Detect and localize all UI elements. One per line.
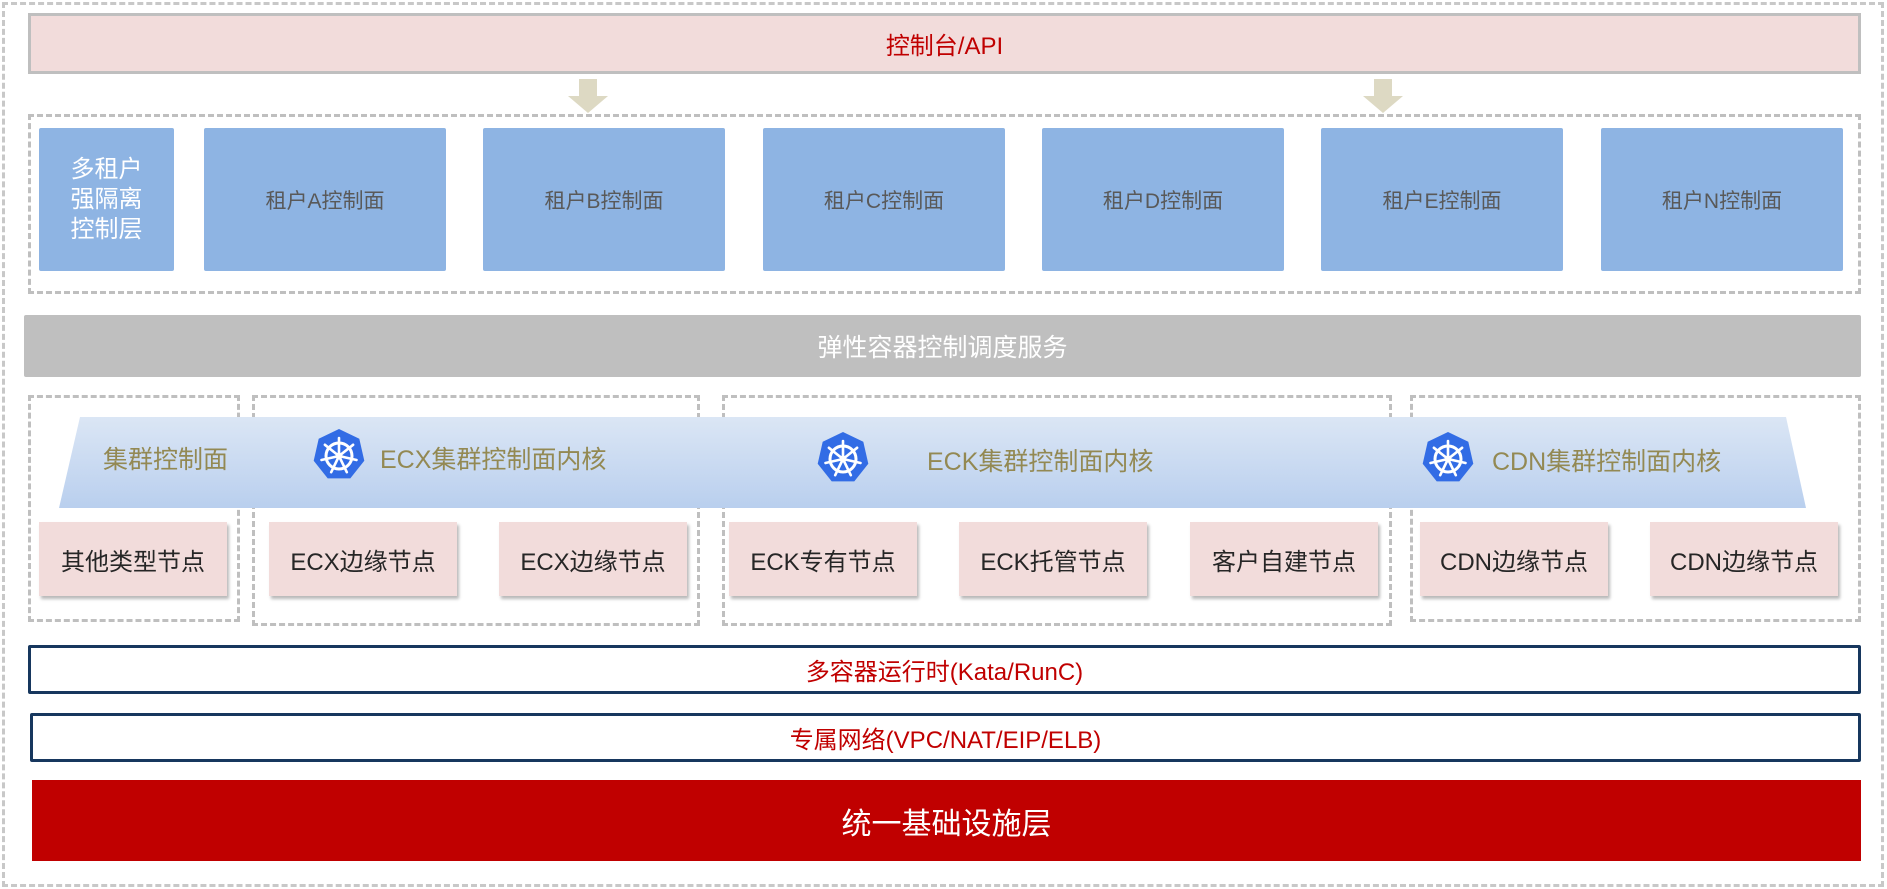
container-runtime-label: 多容器运行时(Kata/RunC) — [805, 659, 1084, 686]
node-label: ECK专有节点 — [750, 548, 896, 576]
tenant-label: 租户N控制面 — [1661, 189, 1783, 213]
elastic-container-scheduling-service: 弹性容器控制调度服务 — [24, 315, 1861, 377]
cdn-edge-node: CDN边缘节点 — [1650, 522, 1838, 596]
eck-cluster-group — [722, 395, 1392, 626]
tenant-label: 租户D控制面 — [1102, 189, 1224, 213]
cdn-edge-node: CDN边缘节点 — [1420, 522, 1608, 596]
elastic-service-label: 弹性容器控制调度服务 — [817, 334, 1068, 362]
down-arrow-icon — [568, 79, 608, 113]
kubernetes-icon — [313, 429, 365, 479]
down-arrow-icon — [1363, 79, 1403, 113]
kubernetes-icon — [1422, 432, 1474, 482]
other-type-node: 其他类型节点 — [39, 522, 227, 596]
eck-dedicated-node: ECK专有节点 — [729, 522, 917, 596]
eck-managed-node: ECK托管节点 — [959, 522, 1147, 596]
tenant-label: 租户C控制面 — [823, 189, 945, 213]
ecx-edge-node: ECX边缘节点 — [499, 522, 687, 596]
cluster-control-plane-label: 集群控制面 — [103, 446, 229, 474]
eck-kernel-label: ECK集群控制面内核 — [927, 448, 1154, 476]
ecx-kernel-label: ECX集群控制面内核 — [380, 446, 607, 474]
node-label: 客户自建节点 — [1212, 548, 1356, 576]
dedicated-network-bar: 专属网络(VPC/NAT/EIP/ELB) — [30, 713, 1861, 762]
cdn-cluster-group — [1410, 395, 1861, 622]
other-nodes-group — [28, 395, 240, 622]
console-api-bar: 控制台/API — [28, 13, 1861, 74]
customer-self-built-node: 客户自建节点 — [1190, 522, 1378, 596]
tenant-control-plane-group — [28, 114, 1861, 294]
multi-tenant-isolation-label: 多租户 强隔离 控制层 — [70, 155, 143, 243]
node-label: CDN边缘节点 — [1440, 548, 1588, 576]
tenant-n-control-plane: 租户N控制面 — [1601, 128, 1843, 271]
tenant-label: 租户A控制面 — [265, 189, 385, 213]
tenant-label: 租户B控制面 — [544, 189, 664, 213]
tenant-e-control-plane: 租户E控制面 — [1321, 128, 1563, 271]
unified-infrastructure-label: 统一基础设施层 — [841, 807, 1052, 841]
node-label: ECX边缘节点 — [290, 548, 436, 576]
node-label: ECX边缘节点 — [520, 548, 666, 576]
node-label: 其他类型节点 — [61, 548, 205, 576]
cdn-kernel-label: CDN集群控制面内核 — [1492, 448, 1722, 476]
tenant-d-control-plane: 租户D控制面 — [1042, 128, 1284, 271]
ecx-cluster-group — [252, 395, 700, 626]
ecx-edge-node: ECX边缘节点 — [269, 522, 457, 596]
tenant-c-control-plane: 租户C控制面 — [763, 128, 1005, 271]
container-runtime-bar: 多容器运行时(Kata/RunC) — [28, 645, 1861, 694]
multi-tenant-isolation-layer: 多租户 强隔离 控制层 — [39, 128, 174, 271]
node-label: ECK托管节点 — [980, 548, 1126, 576]
node-label: CDN边缘节点 — [1670, 548, 1818, 576]
tenant-b-control-plane: 租户B控制面 — [483, 128, 725, 271]
kubernetes-icon — [817, 432, 869, 482]
console-api-label: 控制台/API — [885, 33, 1004, 60]
tenant-a-control-plane: 租户A控制面 — [204, 128, 446, 271]
unified-infrastructure-layer: 统一基础设施层 — [32, 780, 1861, 861]
dedicated-network-label: 专属网络(VPC/NAT/EIP/ELB) — [789, 727, 1102, 754]
tenant-label: 租户E控制面 — [1382, 189, 1502, 213]
